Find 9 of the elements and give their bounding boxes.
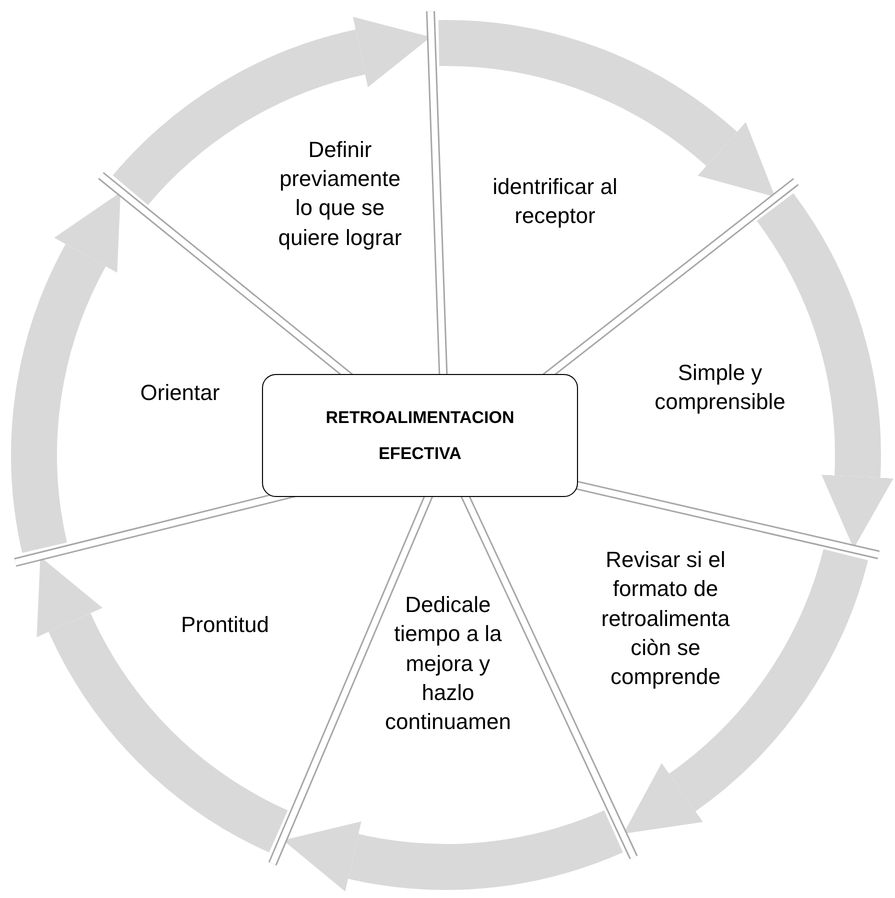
sector-label: Definir previamente lo que se quiere lograr <box>277 136 403 252</box>
sector-label: Simple y comprensible <box>654 358 786 416</box>
sector-label: Orientar <box>139 378 221 407</box>
sector-label: Dedicale tiempo a la mejora y hazlo continuamen <box>384 591 512 736</box>
sector-label: identrificar al receptor <box>492 173 618 230</box>
sector-label: Revisar si el formato de retroalimenta ciòn se comprende <box>600 546 731 691</box>
title-text: RETROALIMENTACION EFECTIVA <box>324 406 516 464</box>
sector-label: Prontitud <box>180 611 270 639</box>
title-box <box>262 374 578 497</box>
